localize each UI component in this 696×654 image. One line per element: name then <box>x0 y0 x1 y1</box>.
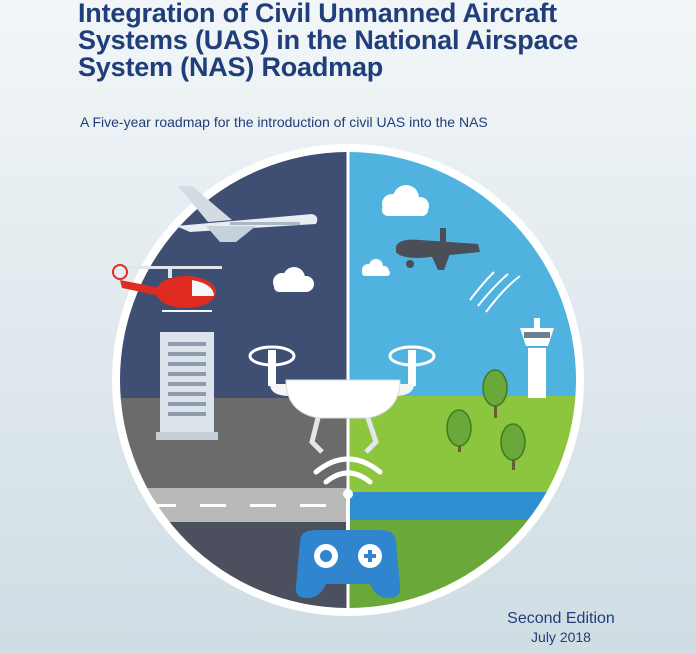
controller-antenna <box>346 496 350 534</box>
wifi-signal-icon <box>313 456 383 485</box>
title-line: Integration of Civil Unmanned Aircraft <box>78 0 557 28</box>
road-markings <box>150 504 326 507</box>
edition-block: Second Edition July 2018 <box>496 610 626 646</box>
document-title: Integration of Civil Unmanned Aircraft S… <box>78 0 658 81</box>
tree-icon <box>500 423 526 470</box>
cloud-icon <box>273 267 314 292</box>
edition-label: Second Edition <box>507 610 615 627</box>
cloud-icon <box>382 185 429 216</box>
title-line: Systems (UAS) in the National Airspace <box>78 25 579 55</box>
wifi-dot <box>343 489 353 499</box>
building-icon <box>156 332 218 440</box>
helicopter-icon <box>112 264 222 312</box>
control-tower-icon <box>520 318 554 398</box>
quadcopter-drone-icon <box>248 345 436 454</box>
signal-waves <box>469 271 521 313</box>
tree-icon <box>446 409 472 452</box>
title-line: System (NAS) Roadmap <box>78 52 384 82</box>
document-subtitle: A Five-year roadmap for the introduction… <box>80 114 488 130</box>
remote-controller-icon <box>295 530 401 598</box>
tree-icon <box>482 369 508 418</box>
cloud-icon <box>362 259 390 276</box>
airplane-icon <box>176 186 318 242</box>
military-drone-icon <box>396 228 480 270</box>
edition-date: July 2018 <box>531 629 591 645</box>
